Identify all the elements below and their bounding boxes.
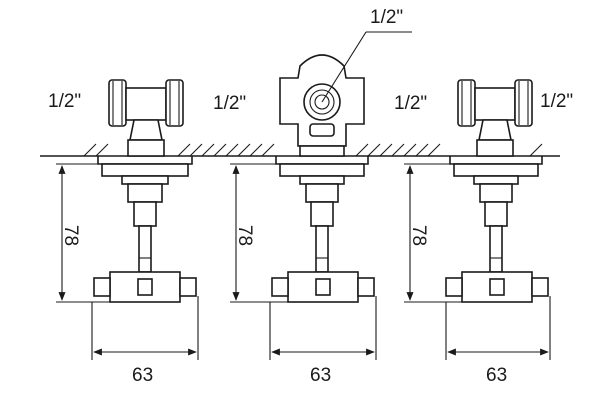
valve-1-tee-fitting bbox=[108, 79, 184, 157]
thread-label-top: 1/2" bbox=[370, 7, 404, 28]
valve-2-dimension-lines bbox=[230, 163, 377, 360]
valve-1-dimension-lines bbox=[56, 163, 199, 360]
valve-3 bbox=[404, 79, 551, 360]
valve-3-tee-fitting bbox=[457, 79, 533, 157]
thread-label-valve-2: 1/2" bbox=[213, 93, 247, 114]
valve-3-dimension-lines bbox=[404, 163, 551, 360]
width-dimension-valve-2: 63 bbox=[310, 365, 332, 386]
valve-2 bbox=[230, 31, 412, 360]
valve-1 bbox=[56, 79, 199, 360]
thread-label-valve-1: 1/2" bbox=[48, 91, 82, 112]
height-dimension-valve-1: 78 bbox=[60, 224, 82, 247]
thread-label-valve-3-right: 1/2" bbox=[540, 91, 574, 112]
valve-2-body bbox=[271, 156, 375, 303]
height-dimension-valve-3: 78 bbox=[408, 224, 430, 247]
valve-1-body bbox=[93, 156, 197, 303]
width-dimension-valve-3: 63 bbox=[486, 365, 508, 386]
height-dimension-valve-2: 78 bbox=[234, 224, 256, 247]
width-dimension-valve-1: 63 bbox=[132, 365, 154, 386]
valve-3-body bbox=[445, 156, 549, 303]
valve-2-top-body bbox=[279, 31, 412, 157]
surface-hatching bbox=[83, 143, 543, 157]
thread-label-valve-3-left: 1/2" bbox=[394, 93, 428, 114]
